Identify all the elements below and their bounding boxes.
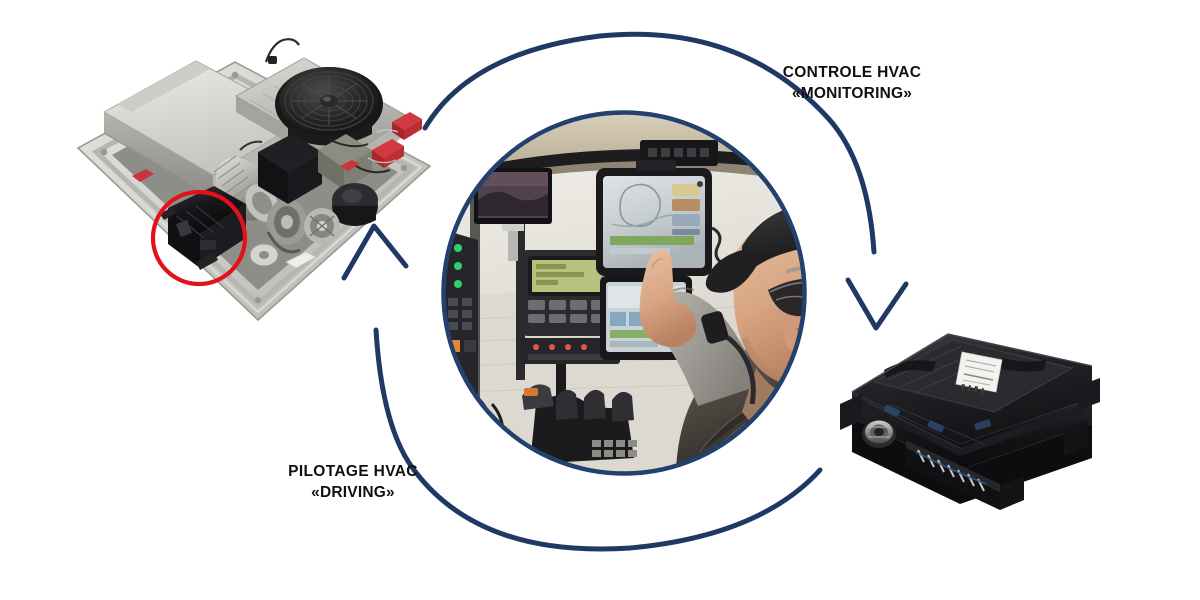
ecu-label [955, 351, 1003, 395]
label-pilotage-hvac-driving: PILOTAGE HVAC «DRIVING» [258, 461, 448, 504]
monitoring-line-1: CONTROLE HVAC [782, 64, 922, 81]
cab-photo [441, 110, 807, 476]
cab-tablet [596, 160, 732, 281]
cab-console-display [520, 250, 620, 404]
cab-photo-ring [441, 110, 807, 476]
label-controle-hvac-monitoring: CONTROLE HVAC «MONITORING» [757, 62, 947, 105]
driving-line-2: «DRIVING» [311, 484, 395, 502]
red-highlight-circle [150, 189, 248, 287]
driving-arrowhead [341, 223, 409, 281]
cab-monitor-left [474, 168, 552, 261]
ecu-module-photo [840, 333, 1100, 510]
cab-joystick [522, 384, 637, 464]
red-connectors [132, 112, 422, 182]
cab-left-panel [444, 230, 478, 410]
driving-line-1: PILOTAGE HVAC [288, 463, 418, 480]
monitoring-line-2: «MONITORING» [791, 85, 913, 103]
ecu-pin-connector [906, 440, 1000, 510]
ecu-round-connector [862, 420, 896, 448]
hvac-unit-photo [76, 38, 432, 322]
driving-arc [373, 327, 823, 552]
cab-tablet-secondary [600, 276, 692, 360]
monitoring-arrowhead [845, 277, 909, 331]
